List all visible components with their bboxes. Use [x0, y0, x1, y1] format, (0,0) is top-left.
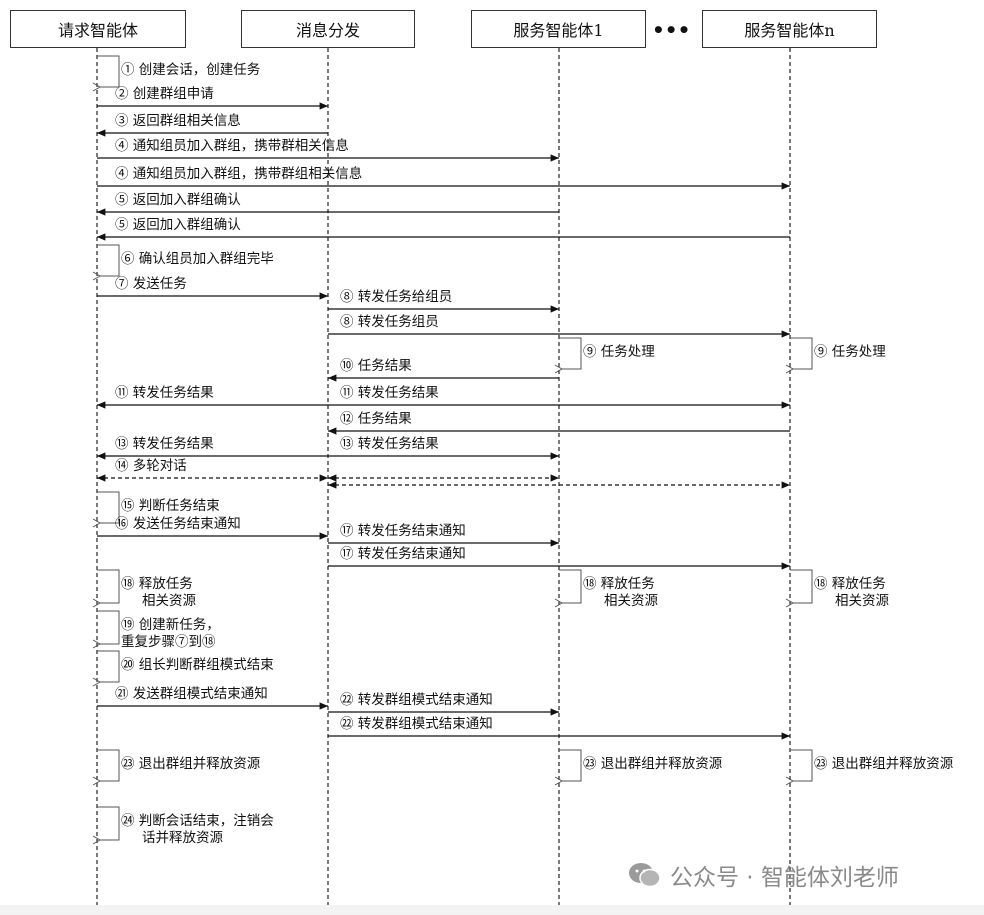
watermark-text: 公众号 · 智能体刘老师 — [670, 865, 899, 891]
self-message-loop — [785, 569, 813, 608]
self-message-loop — [92, 610, 120, 649]
self-message-label: ㉓ 退出群组并释放资源 — [583, 756, 723, 772]
self-message-label: ㉔ 判断会话结束，注销会 — [121, 813, 274, 829]
message-label: ⑰ 转发任务结束通知 — [340, 522, 466, 539]
self-message-label: ⑲ 创建新任务， — [121, 617, 220, 633]
message-label: ⑯ 发送任务结束通知 — [115, 515, 241, 532]
self-message-loop — [785, 337, 813, 374]
self-message-label: ㉓ 退出群组并释放资源 — [814, 756, 954, 772]
actor-service-agent-n: 服务智能体n — [702, 10, 877, 48]
message-label: ⑬ 转发任务结果 — [340, 436, 439, 452]
message-label: ⑪ 转发任务结果 — [340, 385, 439, 401]
message-label: ⑧ 转发任务组员 — [340, 314, 439, 330]
message-label: ③ 返回群组相关信息 — [115, 112, 241, 129]
self-message-label: 重复步骤⑦到⑱ — [121, 633, 216, 650]
self-message-label: ⑱ 释放任务 — [583, 576, 655, 592]
self-message-loop — [92, 650, 120, 687]
wechat-icon — [628, 862, 662, 888]
message-label: ⑬ 转发任务结果 — [115, 436, 214, 452]
self-message-label: ⑱ 释放任务 — [121, 576, 193, 592]
message-label: ④ 通知组员加入群组，携带群相关信息 — [115, 137, 349, 154]
message-label: ⑰ 转发任务结束通知 — [340, 545, 466, 562]
self-message-label: 相关资源 — [604, 593, 658, 609]
self-message-label: ㉓ 退出群组并释放资源 — [121, 756, 261, 772]
self-message-loop — [554, 749, 582, 786]
self-message-loop — [92, 55, 120, 92]
message-label: ㉑ 发送群组模式结束通知 — [115, 685, 268, 702]
self-message-loop — [92, 244, 120, 281]
self-message-label: ⑳ 组长判断群组模式结束 — [121, 657, 274, 673]
message-label: ⑭ 多轮对话 — [115, 457, 187, 474]
bottom-bar — [0, 905, 984, 915]
actor-service-agent-1: 服务智能体1 — [471, 10, 646, 48]
self-message-label: 相关资源 — [142, 593, 196, 609]
actor-message-dispatcher: 消息分发 — [241, 10, 415, 48]
message-label: ⑫ 任务结果 — [340, 411, 412, 427]
message-label: ⑤ 返回加入群组确认 — [115, 192, 241, 208]
message-label: ⑦ 发送任务 — [115, 276, 187, 292]
more-actors-ellipsis: ••• — [652, 18, 691, 42]
self-message-label: ⑨ 任务处理 — [583, 344, 655, 360]
self-message-label: ⑱ 释放任务 — [814, 576, 886, 592]
self-message-label: ⑨ 任务处理 — [814, 344, 886, 360]
self-message-loop — [554, 337, 582, 374]
self-message-label: ① 创建会话，创建任务 — [121, 62, 260, 78]
message-label: ④ 通知组员加入群组，携带群组相关信息 — [115, 165, 362, 182]
watermark: 公众号 · 智能体刘老师 — [628, 858, 899, 892]
message-label: ⑤ 返回加入群组确认 — [115, 217, 241, 233]
message-label: ⑩ 任务结果 — [340, 358, 412, 374]
message-label: ㉒ 转发群组模式结束通知 — [340, 691, 493, 708]
self-message-label: 话并释放资源 — [142, 830, 223, 846]
message-label: ⑪ 转发任务结果 — [115, 385, 214, 401]
self-message-loop — [92, 491, 120, 528]
actor-requester-agent: 请求智能体 — [10, 10, 186, 48]
self-message-label: ⑥ 确认组员加入群组完毕 — [121, 251, 274, 267]
self-message-loop — [92, 569, 120, 608]
message-label: ⑧ 转发任务给组员 — [340, 289, 452, 305]
message-label: ② 创建群组申请 — [115, 86, 214, 102]
self-message-loop — [92, 806, 120, 845]
self-message-label: 相关资源 — [835, 593, 889, 609]
message-label: ㉒ 转发群组模式结束通知 — [340, 715, 493, 732]
self-message-loop — [92, 749, 120, 786]
self-message-label: ⑮ 判断任务结束 — [121, 498, 220, 514]
self-message-loop — [785, 749, 813, 786]
self-message-loop — [554, 569, 582, 608]
